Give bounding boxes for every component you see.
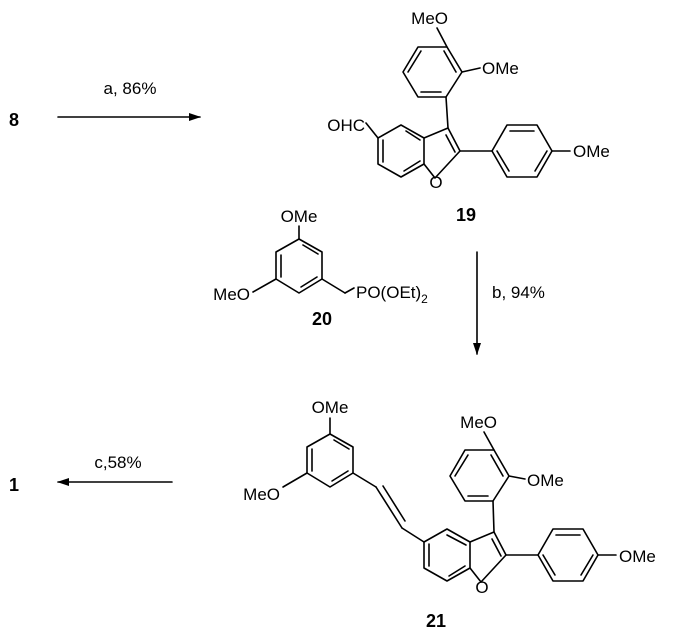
c21-methoxy-top: OMe [312, 398, 349, 417]
condition-c: c,58% [94, 453, 141, 472]
condition-a: a, 86% [104, 79, 157, 98]
c21-methoxy-aryl-meta: OMe [527, 471, 564, 490]
compound-19-structure [365, 27, 571, 179]
condition-b: b, 94% [492, 283, 545, 302]
c19-methoxy-meta: OMe [482, 59, 519, 78]
compound-label-19: 19 [456, 205, 476, 225]
compound-20-structure [252, 225, 355, 294]
compound-label-8: 8 [9, 110, 19, 130]
compound-21-structure [282, 417, 617, 583]
c21-ring-oxygen: O [475, 578, 488, 597]
c20-methoxy-left: MeO [213, 285, 250, 304]
c19-aldehyde: OHC [327, 116, 365, 135]
c20-methoxy-top: OMe [281, 207, 318, 226]
c20-phosphonate-main: PO(OEt) [356, 283, 421, 302]
c19-methoxy-para: OMe [573, 142, 610, 161]
compound-label-20: 20 [312, 309, 332, 329]
compound-label-21: 21 [426, 611, 446, 631]
c19-ring-oxygen: O [429, 173, 442, 192]
c20-phosphonate-subscript: 2 [421, 292, 428, 306]
c21-methoxy-para: OMe [619, 547, 656, 566]
c21-methoxy-left: MeO [243, 485, 280, 504]
compound-label-1: 1 [9, 475, 19, 495]
c20-phosphonate: PO(OEt)2 [356, 283, 428, 306]
c19-methoxy-top: MeO [411, 9, 448, 28]
c21-methoxy-aryl-top: MeO [460, 413, 497, 432]
